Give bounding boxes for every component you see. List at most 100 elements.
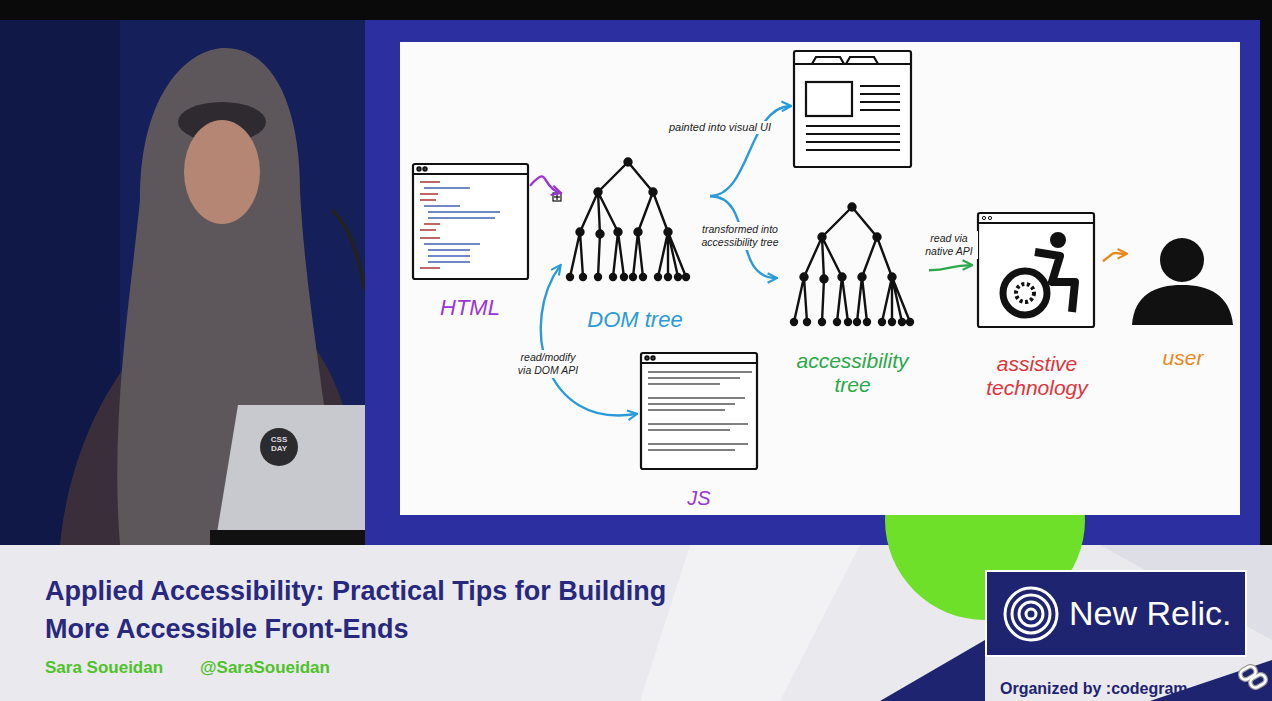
code-window bbox=[428, 255, 470, 257]
code-window bbox=[648, 443, 748, 445]
laptop bbox=[215, 405, 365, 545]
code-window bbox=[648, 383, 720, 385]
codegram-icon bbox=[1249, 673, 1268, 690]
code-window bbox=[413, 164, 528, 279]
code-window bbox=[413, 164, 528, 279]
wheelchair-window bbox=[982, 216, 985, 219]
code-window bbox=[423, 167, 426, 170]
flow-arrow bbox=[541, 266, 636, 416]
wheelchair-window bbox=[1003, 271, 1047, 315]
code-window bbox=[420, 229, 436, 231]
assistive-technology-node: assistive technology bbox=[971, 210, 1103, 400]
laptop bbox=[210, 405, 365, 545]
code-window bbox=[641, 353, 757, 469]
edge-label: read via native API bbox=[920, 231, 978, 259]
code-window bbox=[641, 362, 757, 364]
code-window bbox=[424, 205, 460, 207]
laptop bbox=[260, 428, 298, 466]
slide bbox=[400, 42, 1240, 515]
browser-window bbox=[806, 141, 900, 143]
flow-arrow bbox=[1103, 253, 1126, 261]
code-window bbox=[420, 182, 500, 268]
codegram-icon bbox=[1239, 665, 1258, 682]
code-window bbox=[648, 409, 725, 411]
speaker-handle: @SaraSoueidan bbox=[200, 658, 330, 678]
browser-window bbox=[794, 51, 911, 167]
logo-text: New Relic. bbox=[1069, 594, 1231, 633]
node-label: JS bbox=[687, 487, 710, 510]
browser-window bbox=[806, 133, 900, 135]
code-window bbox=[420, 237, 440, 239]
flow-arrow bbox=[929, 265, 971, 270]
speaker-name: Sara Soueidan bbox=[45, 658, 163, 678]
flow-arrow bbox=[530, 176, 560, 192]
speaker-figure bbox=[332, 210, 365, 290]
browser-window bbox=[860, 101, 900, 103]
wheelchair-window bbox=[978, 222, 1094, 224]
slide bbox=[400, 42, 1240, 515]
accessibility-tree-node: accessibility tree bbox=[776, 205, 929, 397]
node-label: HTML bbox=[440, 295, 500, 320]
code-window bbox=[648, 397, 745, 399]
logo-rings bbox=[1001, 584, 1061, 644]
navy-triangles bbox=[880, 640, 985, 701]
code-window bbox=[648, 403, 735, 405]
dom-tree-icon bbox=[567, 159, 689, 281]
code-window bbox=[420, 267, 440, 269]
codegram-icon bbox=[1249, 673, 1268, 690]
code-window bbox=[420, 193, 438, 195]
code-window bbox=[428, 211, 500, 213]
browser-window bbox=[860, 93, 900, 95]
speaker-figure bbox=[184, 120, 260, 224]
node-label: DOM tree bbox=[587, 307, 682, 332]
wheelchair-window bbox=[978, 213, 1094, 327]
paint-arrow bbox=[710, 106, 790, 196]
code-window bbox=[420, 181, 440, 183]
organizer-credit: Organized by :codegram bbox=[1000, 679, 1188, 698]
code-window bbox=[648, 372, 752, 450]
wheelchair-window bbox=[988, 216, 991, 219]
browser-window bbox=[812, 57, 878, 64]
logo-ring bbox=[1012, 595, 1050, 633]
browser-window bbox=[806, 125, 900, 127]
user-silhouette bbox=[1132, 285, 1233, 325]
code-window bbox=[648, 377, 740, 379]
code-window bbox=[648, 429, 730, 431]
stage-background bbox=[0, 20, 365, 545]
logo-ring bbox=[1019, 602, 1043, 626]
logo-ring bbox=[1026, 609, 1036, 619]
code-window bbox=[428, 249, 470, 251]
user-silhouette bbox=[1160, 238, 1204, 282]
bottom-band bbox=[0, 545, 1272, 701]
browser-window bbox=[860, 109, 900, 111]
code-window bbox=[424, 187, 470, 189]
browser-window bbox=[860, 85, 900, 87]
code-window bbox=[424, 243, 480, 245]
wheelchair-window bbox=[1016, 284, 1034, 302]
code-window bbox=[645, 356, 648, 359]
code-window bbox=[413, 173, 528, 175]
bottom-band bbox=[0, 545, 1272, 701]
expand-icon bbox=[553, 193, 561, 201]
accessibility-tree-icon bbox=[791, 204, 913, 326]
code-window bbox=[648, 449, 735, 451]
node-label: assistive technology bbox=[971, 352, 1103, 400]
code-window bbox=[648, 423, 748, 425]
code-window bbox=[428, 217, 495, 219]
user-node: user bbox=[1126, 230, 1240, 370]
expand-icon bbox=[554, 196, 560, 197]
code-window bbox=[420, 199, 436, 201]
edge-label: transformed into accessibility tree bbox=[688, 222, 792, 250]
code-window bbox=[648, 371, 752, 373]
browser-window bbox=[806, 82, 852, 116]
browser-window bbox=[806, 149, 900, 151]
html-node: HTML bbox=[410, 162, 530, 320]
speaker-figure bbox=[60, 48, 365, 545]
code-window bbox=[651, 356, 654, 359]
edge-label: read/modify via DOM API bbox=[516, 350, 580, 378]
slide-frame bbox=[365, 20, 1260, 545]
expand-icon bbox=[553, 193, 561, 201]
